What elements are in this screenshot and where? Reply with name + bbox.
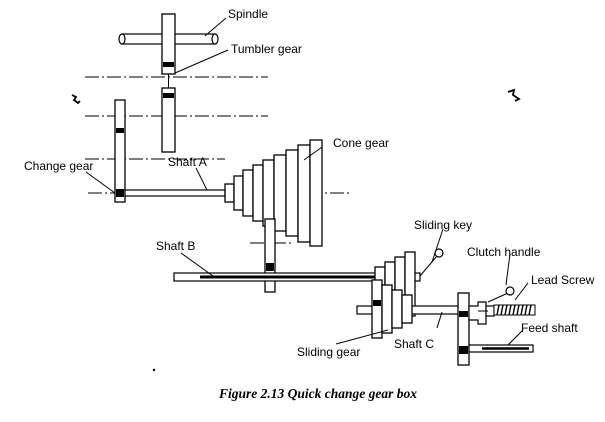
figure-caption: Figure 2.13 Quick change gear box [218, 386, 417, 401]
change-gear [114, 99, 126, 203]
clutch-gear [457, 292, 495, 366]
label-shaft-b: Shaft B [156, 239, 195, 253]
lead-screw [493, 304, 536, 316]
cone-gear [224, 139, 323, 247]
label-sliding-gear: Sliding gear [297, 345, 360, 359]
label-shaft-c: Shaft C [394, 337, 434, 351]
sliding-gears [371, 279, 413, 339]
label-feed-shaft: Feed shaft [521, 321, 578, 335]
shaft-a [124, 189, 226, 197]
labels: Spindle Tumbler gear Cone gear Change ge… [24, 7, 595, 359]
tumbler-gear [161, 13, 176, 153]
idler-gear [264, 218, 276, 293]
clutch-handle [487, 286, 515, 303]
leader-lines [85, 17, 529, 346]
label-shaft-a: Shaft A [168, 155, 207, 169]
label-tumbler-gear: Tumbler gear [231, 42, 302, 56]
stray-marks [71, 88, 521, 372]
label-spindle: Spindle [228, 7, 268, 21]
label-lead-screw: Lead Screw [531, 273, 595, 287]
label-sliding-key: Sliding key [414, 218, 472, 232]
label-cone-gear: Cone gear [333, 136, 389, 150]
sliding-key [419, 248, 444, 277]
label-clutch-handle: Clutch handle [467, 245, 541, 259]
feed-shaft [468, 344, 534, 353]
label-change-gear: Change gear [24, 159, 93, 173]
